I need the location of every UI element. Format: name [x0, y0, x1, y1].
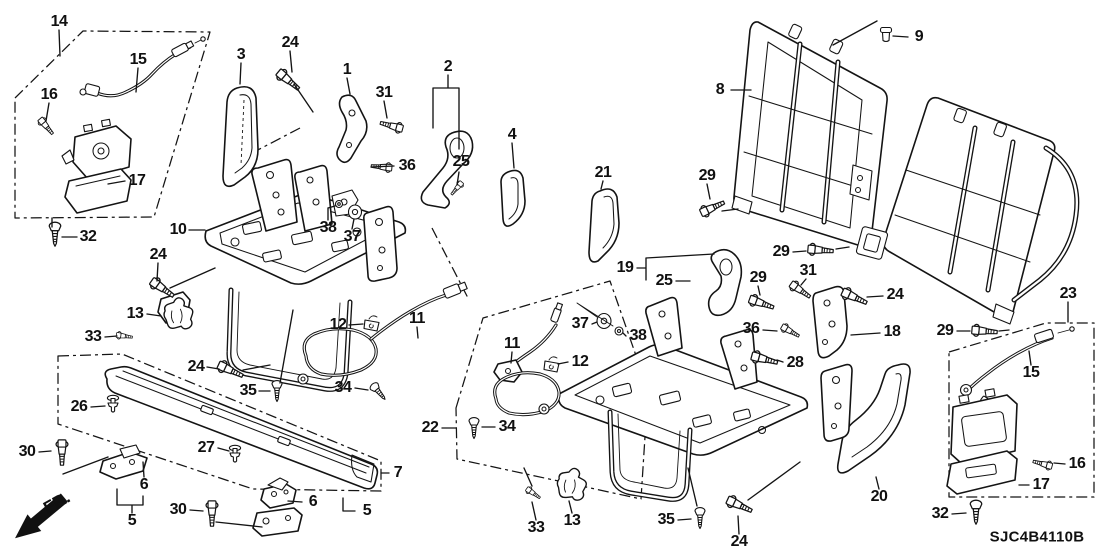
lock-assembly-left — [61, 36, 206, 214]
part-label-23: 23 — [1059, 285, 1077, 302]
part-2-bracket — [420, 130, 474, 209]
bushings-right — [576, 302, 624, 336]
part-label-33: 33 — [527, 519, 545, 536]
part-label-16: 16 — [40, 86, 58, 103]
part-label-8: 8 — [715, 81, 725, 98]
part-label-38: 38 — [319, 219, 337, 236]
part-label-32: 32 — [931, 505, 949, 522]
cover-4 — [500, 169, 526, 227]
part-label-26: 26 — [70, 398, 88, 415]
part-label-20: 20 — [870, 488, 888, 505]
part-label-36: 36 — [742, 320, 760, 337]
part-label-34: 34 — [334, 379, 352, 396]
part-label-22: 22 — [421, 419, 439, 436]
part-label-1: 1 — [342, 61, 352, 78]
part-label-10: 10 — [169, 221, 187, 238]
part-label-29: 29 — [772, 243, 790, 260]
cover-3 — [222, 85, 259, 188]
part-label-30: 30 — [169, 501, 187, 518]
part-label-37: 37 — [343, 228, 361, 245]
part-label-11: 11 — [504, 335, 520, 352]
part-label-12: 12 — [329, 316, 347, 333]
part-label-14: 14 — [50, 13, 68, 30]
part-label-28: 28 — [786, 354, 804, 371]
part-label-24: 24 — [281, 34, 299, 51]
part-label-2: 2 — [443, 58, 453, 75]
part-1-bracket — [336, 94, 368, 164]
part-label-35: 35 — [239, 382, 257, 399]
part-label-4: 4 — [507, 126, 517, 143]
part-label-11: 11 — [409, 310, 425, 327]
bracket-18 — [812, 285, 848, 359]
part-label-35: 35 — [657, 511, 675, 528]
part-label-5: 5 — [127, 512, 137, 529]
part-label-24: 24 — [730, 533, 748, 550]
part-label-34: 34 — [498, 418, 516, 435]
part-label-5: 5 — [362, 502, 372, 519]
part-label-24: 24 — [149, 246, 167, 263]
part-label-19: 19 — [616, 259, 634, 276]
part-label-32: 32 — [79, 228, 97, 245]
clamp-13-right — [554, 465, 590, 503]
armrest-20 — [836, 363, 911, 474]
part-label-31: 31 — [799, 262, 817, 279]
cover-21 — [588, 188, 620, 263]
part-label-29: 29 — [749, 269, 767, 286]
part-label-24: 24 — [886, 286, 904, 303]
part-label-36: 36 — [398, 157, 416, 174]
part-label-15: 15 — [129, 51, 147, 68]
part-label-12: 12 — [571, 353, 589, 370]
diagram-code: SJC4B4110B — [989, 528, 1085, 546]
part-label-33: 33 — [84, 328, 102, 345]
hook-19 — [707, 248, 743, 317]
part-label-21: 21 — [594, 164, 612, 181]
part-label-3: 3 — [236, 46, 246, 63]
part-label-13: 13 — [126, 305, 144, 322]
part-label-29: 29 — [936, 322, 954, 339]
part-label-30: 30 — [18, 443, 36, 460]
part-label-13: 13 — [563, 512, 581, 529]
lock-assembly-right — [946, 326, 1075, 495]
part-label-38: 38 — [629, 327, 647, 344]
bushings-left — [334, 199, 363, 220]
part-label-15: 15 — [1022, 364, 1040, 381]
left-seat-frame — [157, 158, 407, 392]
part-label-25: 25 — [452, 153, 470, 170]
part-label-31: 31 — [375, 84, 393, 101]
release-cable-left — [297, 281, 468, 385]
part-label-7: 7 — [393, 464, 403, 481]
part-label-25: 25 — [655, 272, 673, 289]
leader-lines — [38, 20, 1069, 535]
part-label-29: 29 — [698, 167, 716, 184]
part-label-6: 6 — [139, 476, 149, 493]
part-label-18: 18 — [883, 323, 901, 340]
release-cable-right — [493, 302, 564, 417]
part-label-6: 6 — [308, 493, 318, 510]
right-seat-frame — [557, 296, 853, 502]
part-label-24: 24 — [187, 358, 205, 375]
part-label-17: 17 — [1032, 476, 1050, 493]
part-label-27: 27 — [197, 439, 215, 456]
fr-arrow-icon — [15, 493, 68, 539]
floor-rail — [104, 365, 379, 490]
seat-back-frame — [731, 21, 1080, 325]
part-label-37: 37 — [571, 315, 589, 332]
part-label-16: 16 — [1068, 455, 1086, 472]
part-label-9: 9 — [914, 28, 924, 45]
part-label-17: 17 — [128, 172, 146, 189]
